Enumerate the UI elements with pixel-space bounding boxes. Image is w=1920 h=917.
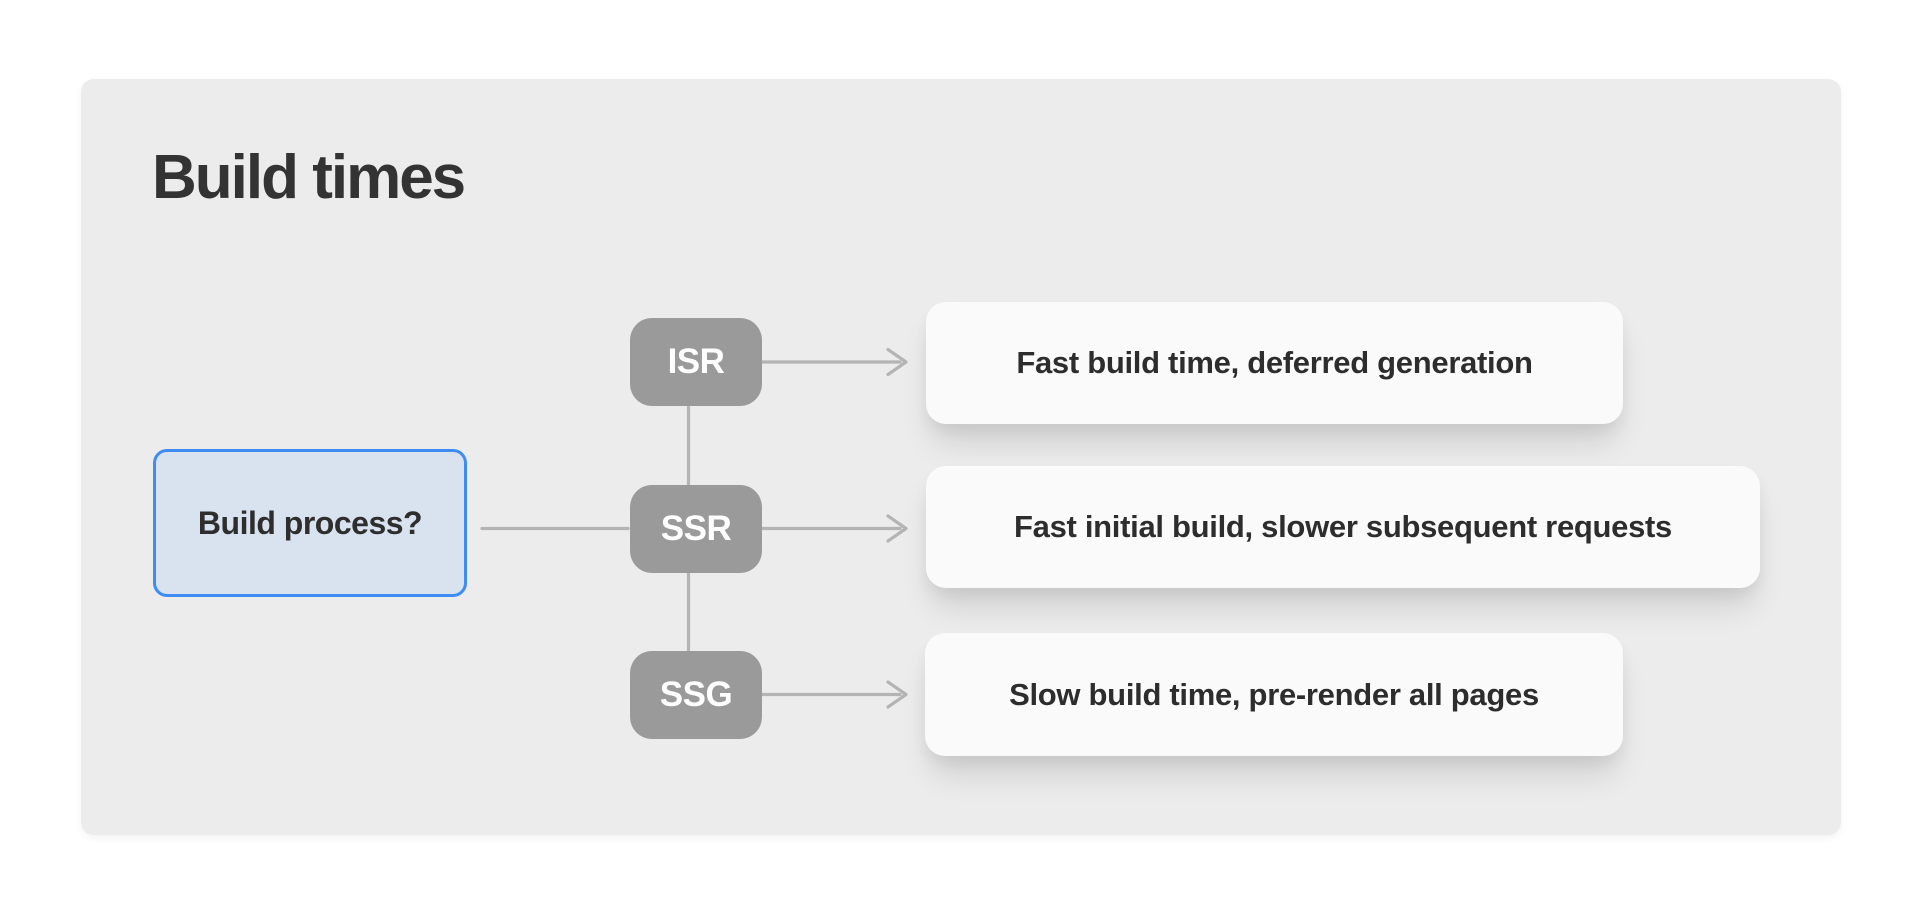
build-process-node: Build process? [153,449,467,597]
build-process-label: Build process? [197,504,423,541]
outcome-card-ssr: Fast initial build, slower subsequent re… [926,466,1760,588]
node-ssg: SSG [630,651,762,739]
node-ssg-label: SSG [659,675,733,714]
outcome-isr-label: Fast build time, deferred generation [1016,345,1533,380]
node-isr-label: ISR [667,342,725,381]
node-isr: ISR [630,318,762,406]
page-title: Build times [152,143,466,212]
outcome-ssg-label: Slow build time, pre-render all pages [1009,676,1539,712]
outcome-card-isr: Fast build time, deferred generation [926,302,1623,424]
node-ssr: SSR [630,485,762,573]
node-ssr-label: SSR [660,509,732,548]
outcome-ssr-label: Fast initial build, slower subsequent re… [1014,509,1672,544]
outcome-card-ssg: Slow build time, pre-render all pages [925,633,1623,756]
